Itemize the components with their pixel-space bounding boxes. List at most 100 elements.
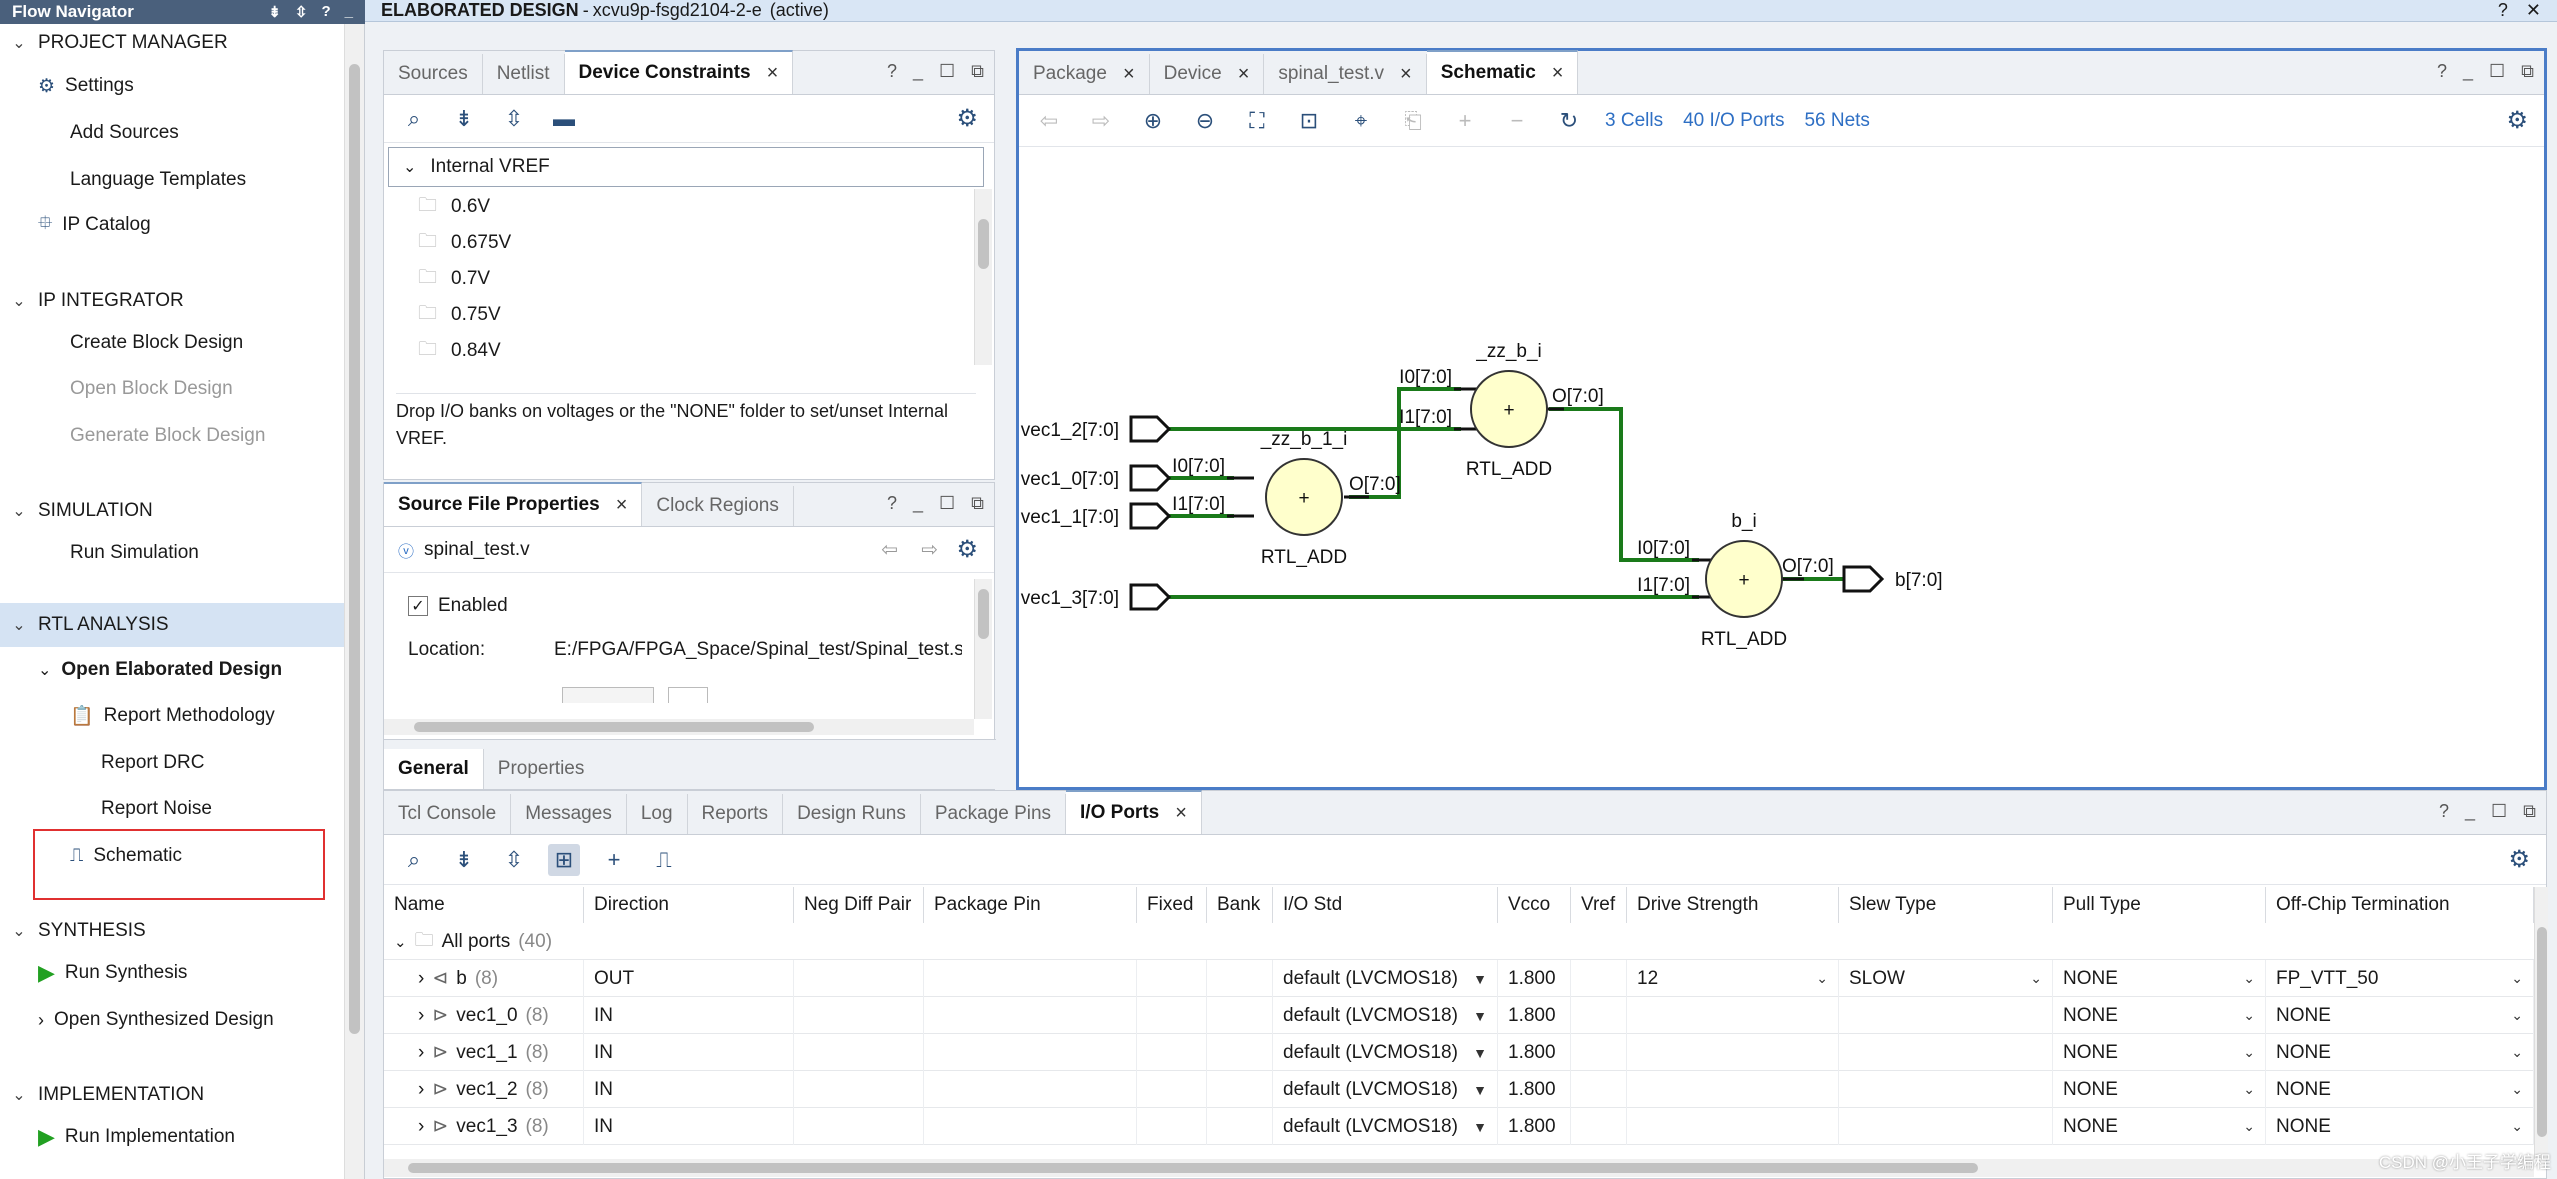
tab-messages[interactable]: Messages bbox=[511, 794, 627, 834]
collapse-all-icon[interactable]: ⇟ bbox=[454, 105, 474, 131]
input-port-vec1_2[interactable] bbox=[1129, 415, 1172, 443]
minimize-icon[interactable]: _ bbox=[2464, 801, 2475, 821]
tab-io-ports[interactable]: I/O Ports× bbox=[1066, 790, 1202, 834]
expand-icon[interactable]: ⇳ bbox=[294, 4, 308, 21]
table-group-row[interactable]: ⌄ 🗀 All ports (40) bbox=[384, 923, 2534, 960]
table-row[interactable]: ›⊲b(8) OUT default (LVCMOS18)▼ 1.800 12⌄… bbox=[384, 960, 2534, 997]
chevron-down-icon[interactable]: ⌄ bbox=[2511, 970, 2523, 986]
drive-strength-select[interactable]: 12⌄ bbox=[1627, 960, 1839, 997]
zoom-fit-icon[interactable]: ⛶ bbox=[1249, 107, 1265, 133]
tab-package[interactable]: Package× bbox=[1019, 54, 1150, 94]
chevron-down-icon[interactable]: ⌄ bbox=[2243, 1044, 2255, 1060]
tab-netlist[interactable]: Netlist bbox=[483, 54, 565, 94]
forward-icon[interactable]: ⇨ bbox=[1091, 107, 1111, 133]
help-icon[interactable]: ? bbox=[2497, 0, 2508, 20]
tab-general[interactable]: General bbox=[384, 749, 484, 789]
list-item[interactable]: 🗀0.7V bbox=[418, 265, 490, 293]
pull-type-select[interactable]: NONE⌄ bbox=[2053, 960, 2266, 997]
table-row[interactable]: ›⊳vec1_3(8) IN default (LVCMOS18)▼ 1.800… bbox=[384, 1108, 2534, 1145]
list-item[interactable]: 🗀0.675V bbox=[418, 229, 511, 257]
io-std-select[interactable]: default (LVCMOS18)▼ bbox=[1273, 1071, 1498, 1108]
chevron-down-icon[interactable]: ⌄ bbox=[12, 923, 26, 940]
io-std-select[interactable]: default (LVCMOS18)▼ bbox=[1273, 1108, 1498, 1145]
slew-type-select[interactable]: SLOW⌄ bbox=[1839, 960, 2053, 997]
forward-icon[interactable]: ⇨ bbox=[921, 539, 938, 561]
back-icon[interactable]: ⇦ bbox=[1039, 107, 1059, 133]
table-row[interactable]: ›⊳vec1_1(8) IN default (LVCMOS18)▼ 1.800… bbox=[384, 1034, 2534, 1071]
close-icon[interactable]: × bbox=[615, 493, 628, 516]
collapse-all-icon[interactable]: ⇟ bbox=[268, 4, 281, 21]
group-by-icon[interactable]: ⊞ bbox=[548, 843, 580, 876]
tab-schematic[interactable]: Schematic× bbox=[1426, 50, 1579, 94]
chevron-right-icon[interactable]: › bbox=[418, 1004, 425, 1026]
close-icon[interactable]: × bbox=[1122, 62, 1135, 85]
chevron-down-icon[interactable]: ⌄ bbox=[403, 159, 417, 176]
nav-settings[interactable]: ⚙Settings bbox=[38, 75, 134, 97]
col-vcco[interactable]: Vcco bbox=[1498, 887, 1571, 923]
tab-package-pins[interactable]: Package Pins bbox=[921, 794, 1067, 834]
pull-type-select[interactable]: NONE⌄ bbox=[2053, 997, 2266, 1034]
nav-report-methodology[interactable]: 📋Report Methodology bbox=[70, 705, 275, 727]
dropdown-icon[interactable]: ▼ bbox=[1473, 1044, 1487, 1061]
nav-scroll-thumb[interactable] bbox=[349, 64, 360, 1034]
nav-language-templates[interactable]: Language Templates bbox=[70, 169, 247, 190]
dropdown-icon[interactable]: ▼ bbox=[1473, 1081, 1487, 1098]
cells-link[interactable]: 3 Cells bbox=[1605, 109, 1664, 131]
io-ports-link[interactable]: 40 I/O Ports bbox=[1683, 109, 1785, 131]
properties-hscrollbar[interactable] bbox=[384, 719, 974, 735]
tab-spinal-test-v[interactable]: spinal_test.v× bbox=[1264, 54, 1427, 94]
chevron-down-icon[interactable]: ⌄ bbox=[1816, 970, 1828, 986]
nav-schematic[interactable]: ⎍Schematic bbox=[70, 845, 183, 866]
zoom-selection-icon[interactable]: ⊡ bbox=[1299, 107, 1319, 133]
chevron-down-icon[interactable]: ⌄ bbox=[2511, 1044, 2523, 1060]
section-simulation[interactable]: ⌄SIMULATION bbox=[0, 496, 344, 526]
tab-log[interactable]: Log bbox=[627, 794, 688, 834]
io-std-select[interactable]: default (LVCMOS18)▼ bbox=[1273, 960, 1498, 997]
chevron-down-icon[interactable]: ⌄ bbox=[38, 662, 52, 679]
nav-open-synthesized-design[interactable]: ›Open Synthesized Design bbox=[38, 1009, 274, 1030]
input-port-vec1_0[interactable] bbox=[1129, 464, 1172, 492]
minimize-icon[interactable]: _ bbox=[344, 3, 353, 20]
section-implementation[interactable]: ⌄IMPLEMENTATION bbox=[0, 1080, 344, 1110]
refresh-icon[interactable]: ↻ bbox=[1559, 107, 1579, 133]
list-item[interactable]: 🗀0.84V bbox=[418, 337, 501, 365]
nav-open-block-design[interactable]: Open Block Design bbox=[70, 378, 233, 399]
chevron-down-icon[interactable]: ⌄ bbox=[2511, 1007, 2523, 1023]
tab-reports[interactable]: Reports bbox=[688, 794, 784, 834]
chevron-down-icon[interactable]: ⌄ bbox=[2243, 1007, 2255, 1023]
float-icon[interactable]: ⧉ bbox=[2521, 61, 2534, 81]
input-port-vec1_1[interactable] bbox=[1129, 502, 1172, 530]
chevron-down-icon[interactable]: ⌄ bbox=[2511, 1118, 2523, 1134]
float-icon[interactable]: ⧉ bbox=[971, 61, 984, 81]
remove-icon[interactable]: ▬ bbox=[553, 105, 575, 131]
chevron-right-icon[interactable]: › bbox=[418, 967, 425, 989]
tab-design-runs[interactable]: Design Runs bbox=[783, 794, 921, 834]
nets-link[interactable]: 56 Nets bbox=[1804, 109, 1870, 131]
termination-select[interactable]: FP_VTT_50⌄ bbox=[2266, 960, 2534, 997]
adder-b-i[interactable] bbox=[1705, 540, 1783, 618]
minimize-icon[interactable]: _ bbox=[912, 493, 923, 513]
help-icon[interactable]: ? bbox=[886, 61, 897, 81]
termination-select[interactable]: NONE⌄ bbox=[2266, 1108, 2534, 1145]
tab-sources[interactable]: Sources bbox=[384, 54, 483, 94]
expand-all-icon[interactable]: ⇳ bbox=[504, 846, 524, 872]
gear-icon[interactable]: ⚙ bbox=[956, 536, 978, 563]
tab-device[interactable]: Device× bbox=[1150, 54, 1265, 94]
chevron-down-icon[interactable]: ⌄ bbox=[2511, 1081, 2523, 1097]
dropdown-icon[interactable]: ▼ bbox=[1473, 970, 1487, 987]
list-item[interactable]: 🗀0.75V bbox=[418, 301, 501, 329]
chevron-down-icon[interactable]: ⌄ bbox=[2243, 970, 2255, 986]
table-hscrollbar[interactable] bbox=[384, 1159, 2534, 1177]
col-vref[interactable]: Vref bbox=[1571, 887, 1627, 923]
col-fixed[interactable]: Fixed bbox=[1137, 887, 1207, 923]
voltage-scrollbar[interactable] bbox=[974, 189, 992, 365]
chevron-down-icon[interactable]: ⌄ bbox=[12, 1087, 26, 1104]
adder-zz-b-1-i[interactable] bbox=[1265, 458, 1343, 536]
scroll-thumb[interactable] bbox=[978, 589, 989, 639]
net-zz-b[interactable] bbox=[1549, 407, 1699, 562]
section-ip-integrator[interactable]: ⌄IP INTEGRATOR bbox=[0, 286, 344, 316]
pull-type-select[interactable]: NONE⌄ bbox=[2053, 1034, 2266, 1071]
schematic-icon[interactable]: ⎍ bbox=[656, 846, 672, 872]
tab-clock-regions[interactable]: Clock Regions bbox=[642, 486, 794, 526]
col-slew-type[interactable]: Slew Type bbox=[1839, 887, 2053, 923]
